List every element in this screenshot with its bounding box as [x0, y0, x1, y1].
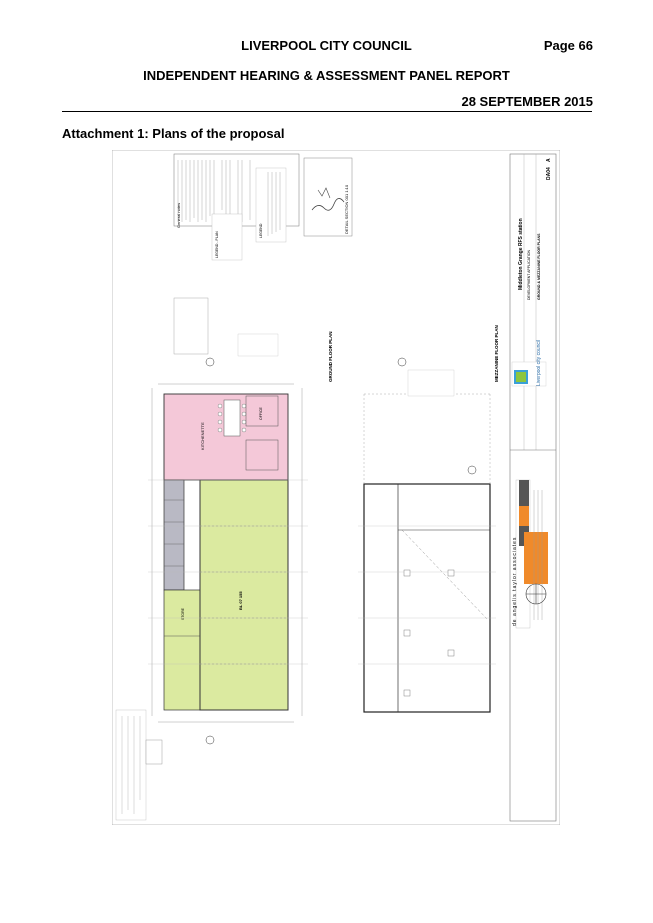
architect-name: de angelis taylor associates [512, 537, 518, 626]
mezzanine-label: MEZZANINE FLOOR PLAN [494, 325, 499, 382]
section-marker-icon-4 [467, 465, 477, 475]
report-title: INDEPENDENT HEARING & ASSESSMENT PANEL R… [143, 68, 510, 83]
page-header: LIVERPOOL CITY COUNCIL Page 66 [0, 38, 653, 54]
general-notes-label: General notes [176, 203, 181, 228]
mezzanine-stair-line [401, 529, 489, 621]
detail-section-label: DETAIL SECTION 001 1:10 [344, 184, 349, 234]
council-name: LIVERPOOL CITY COUNCIL [241, 38, 412, 53]
scale-bar [145, 739, 163, 765]
mezzanine-outline [363, 483, 491, 713]
mezzanine-note-box [407, 369, 455, 397]
kitchenette-label: KITCHENETTE [200, 422, 205, 450]
project-name: Middleton Grange RFS station [518, 218, 524, 290]
appliance-bay-label: BL 07 155 [238, 591, 243, 610]
detail-section-profile [311, 198, 345, 211]
kitchenette-table [223, 399, 241, 437]
plan-drawing: General notes LEGEND - PLAN LEGEND DETAI… [111, 149, 561, 826]
architect-orange-tab [519, 506, 529, 526]
legend-plan-label: LEGEND - PLAN [215, 231, 219, 258]
section-marker-icon-3 [397, 357, 407, 367]
grey-zone [163, 479, 185, 591]
plan-note-box [173, 297, 209, 355]
legend-plan-box [211, 213, 243, 261]
section-marker-icon [205, 357, 215, 367]
header-divider [62, 111, 592, 112]
office-room [245, 395, 279, 427]
general-notes-lines [177, 160, 251, 222]
appliance-bay [199, 479, 289, 711]
store-zone [163, 589, 201, 711]
page-number: Page 66 [543, 38, 593, 53]
project-sub: DEVELOPMENT APPLICATION [527, 249, 531, 300]
architect-logo-block [524, 532, 548, 584]
bottom-notes-box [115, 709, 147, 821]
attachment-title: Attachment 1: Plans of the proposal [62, 126, 285, 141]
office-room-2 [245, 439, 279, 471]
sheet-title: GROUND & MEZZANINE FLOOR PLANS [537, 233, 541, 300]
report-date: 28 SEPTEMBER 2015 [461, 94, 593, 109]
ground-floor-plan: KITCHENETTE OFFICE STORE BL 07 155 [148, 297, 333, 745]
drawing-revision: A [546, 158, 552, 162]
drawing-number: DA04 [546, 167, 552, 180]
legend-lines [267, 172, 281, 236]
architectural-drawing-sheet: General notes LEGEND - PLAN LEGEND DETAI… [111, 149, 561, 826]
section-marker-icon-2 [205, 735, 215, 745]
detail-section-box [303, 157, 353, 237]
store-label: STORE [181, 607, 185, 620]
office-label: OFFICE [259, 407, 263, 420]
legend-box [255, 167, 287, 243]
client-logo-text: Liverpool city council [536, 340, 542, 386]
ground-floor-label: GROUND FLOOR PLAN [328, 332, 333, 383]
architect-grey-tab [519, 480, 529, 506]
legend-label: LEGEND [259, 223, 263, 238]
detail-section-mark [317, 187, 331, 199]
mezzanine-floor-plan: MEZZANINE FLOOR PLAN [358, 325, 499, 713]
